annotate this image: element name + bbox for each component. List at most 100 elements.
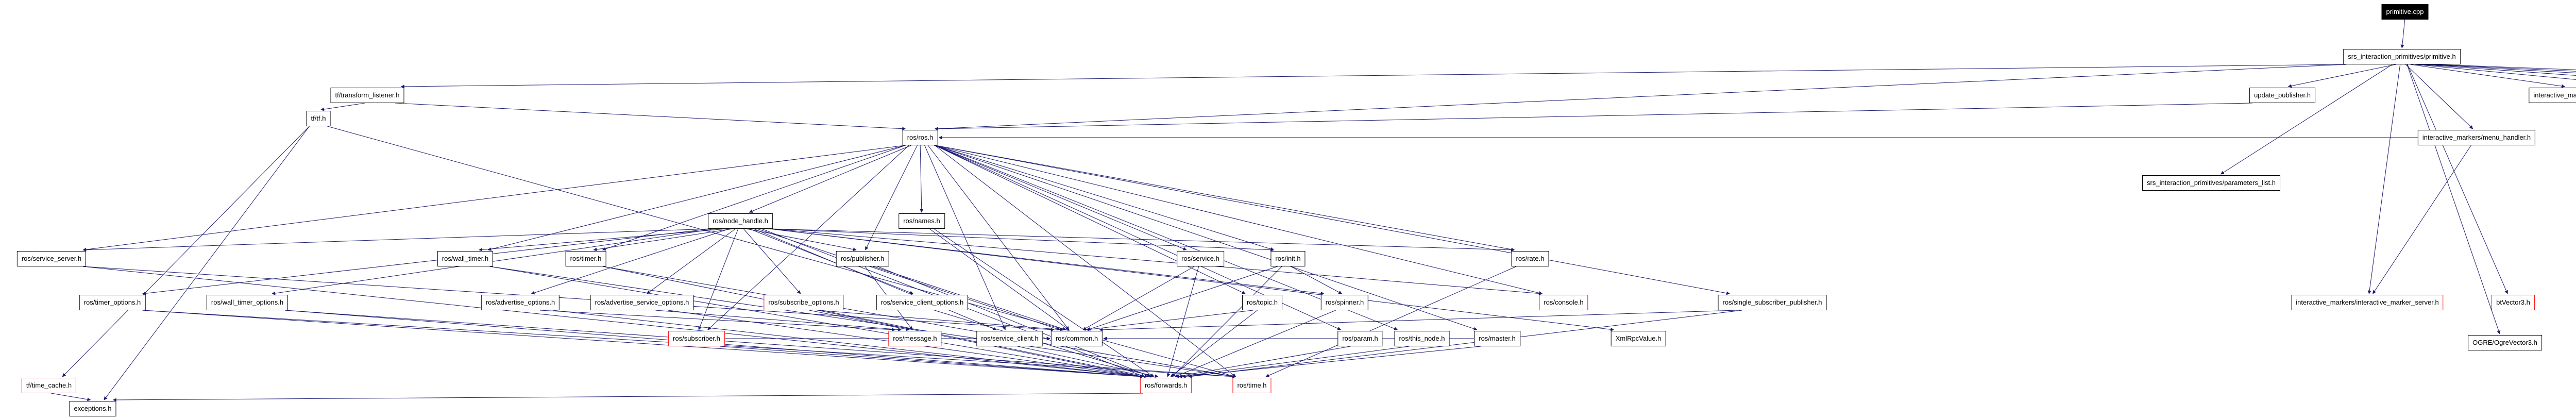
include-edge-primitive_h-to-btvector3 xyxy=(2407,64,2508,294)
include-edge-ssp-to-common xyxy=(1099,310,1738,332)
graph-node-publisher[interactable]: ros/publisher.h xyxy=(836,251,889,266)
include-edge-ros_ros-to-node_handle xyxy=(749,145,911,213)
include-edge-node_handle-to-wall_timer_options xyxy=(272,228,716,295)
graph-node-btvector3[interactable]: btVector3.h xyxy=(2492,295,2535,310)
graph-node-names[interactable]: ros/names.h xyxy=(899,213,945,229)
include-edge-primitive_h-to-menu_handler xyxy=(2405,64,2473,129)
include-edge-service_client-to-forwards xyxy=(1018,346,1159,378)
graph-node-spinner[interactable]: ros/spinner.h xyxy=(1320,295,1369,310)
graph-node-xmlrpcvalue[interactable]: XmlRpcValue.h xyxy=(1611,331,1666,346)
graph-node-ssp[interactable]: ros/single_subscriber_publisher.h xyxy=(1718,295,1827,310)
graph-node-time_cache[interactable]: tf/time_cache.h xyxy=(21,378,77,393)
graph-node-subscribe_options[interactable]: ros/subscribe_options.h xyxy=(764,295,844,310)
include-edge-advertise_service_options-to-message xyxy=(655,310,902,331)
graph-node-tf_tf[interactable]: tf/tf.h xyxy=(306,111,331,126)
include-edge-update_publisher-to-ros_ros xyxy=(934,103,2253,131)
graph-node-forwards[interactable]: ros/forwards.h xyxy=(1140,378,1192,393)
graph-node-update_publisher[interactable]: update_publisher.h xyxy=(2249,88,2315,103)
include-edge-primitive_h-to-params_list xyxy=(2220,64,2393,175)
graph-node-menu_handler[interactable]: interactive_markers/menu_handler.h xyxy=(2417,130,2536,145)
include-edge-node_handle-to-rate xyxy=(769,228,1515,252)
include-edge-primitive_cpp-to-primitive_h xyxy=(2400,19,2405,48)
graph-node-ros_ros[interactable]: ros/ros.h xyxy=(902,130,938,145)
graph-node-im_tools[interactable]: interactive_markers/tools.h xyxy=(2529,88,2576,103)
include-edge-node_handle-to-common xyxy=(757,228,1061,331)
include-edge-ros_ros-to-common xyxy=(927,145,1070,330)
include-edge-service-to-forwards xyxy=(1166,266,1199,377)
include-edge-node_handle-to-subscribe_options xyxy=(743,228,801,294)
include-edge-init-to-spinner xyxy=(1291,266,1343,294)
include-edge-ssp-to-forwards xyxy=(1188,310,1742,378)
include-edge-node_handle-to-console xyxy=(769,228,1543,295)
include-edge-node_handle-to-advertise_options xyxy=(531,228,730,295)
graph-node-exceptions[interactable]: exceptions.h xyxy=(69,401,116,416)
include-edge-ros_ros-to-names xyxy=(920,145,924,213)
include-edge-advertise_options-to-message xyxy=(540,310,896,332)
include-edge-topic-to-common xyxy=(1086,310,1253,331)
graph-node-param[interactable]: ros/param.h xyxy=(1337,331,1383,346)
include-edge-primitive_h-to-ros_ros xyxy=(934,64,2347,131)
include-edge-wall_timer-to-time xyxy=(489,266,1236,378)
include-edge-menu_handler-to-ims xyxy=(2372,145,2471,294)
graph-node-ogre_vector3[interactable]: OGRE/OgreVector3.h xyxy=(2468,335,2542,350)
graph-node-timer_options[interactable]: ros/timer_options.h xyxy=(79,295,146,310)
graph-node-wall_timer_options[interactable]: ros/wall_timer_options.h xyxy=(206,295,289,310)
graph-node-init[interactable]: ros/init.h xyxy=(1270,251,1306,266)
include-edge-ros_ros-to-this_node xyxy=(935,145,1398,330)
graph-node-advertise_service_options[interactable]: ros/advertise_service_options.h xyxy=(590,295,694,310)
include-edge-ros_ros-to-time xyxy=(935,145,1236,377)
graph-node-topic[interactable]: ros/topic.h xyxy=(1242,295,1282,310)
graph-node-common[interactable]: ros/common.h xyxy=(1050,331,1103,346)
graph-node-service[interactable]: ros/service.h xyxy=(1177,251,1224,266)
include-edge-service_server-to-forwards xyxy=(82,266,1144,378)
graph-node-node_handle[interactable]: ros/node_handle.h xyxy=(708,213,773,229)
include-edge-ros_ros-to-service xyxy=(934,145,1187,250)
include-edge-topic-to-forwards xyxy=(1170,310,1258,377)
include-edge-ros_ros-to-wall_timer xyxy=(487,145,906,251)
include-edge-timer_options-to-forwards xyxy=(142,310,1144,379)
include-edge-advertise_options-to-forwards xyxy=(552,310,1144,378)
include-edge-tf_listener-to-ros_ros xyxy=(395,103,906,131)
include-edge-service_server-to-common xyxy=(82,266,1055,332)
graph-node-tf_listener[interactable]: tf/transform_listener.h xyxy=(330,88,404,103)
include-edge-ros_ros-to-master xyxy=(935,145,1478,331)
graph-node-time[interactable]: ros/time.h xyxy=(1232,378,1272,393)
include-edge-wall_timer_options-to-time xyxy=(284,310,1236,379)
graph-node-rate[interactable]: ros/rate.h xyxy=(1511,251,1549,266)
include-edge-subscriber-to-forwards xyxy=(720,346,1144,379)
graph-node-advertise_options[interactable]: ros/advertise_options.h xyxy=(481,295,560,310)
graph-node-primitive_h[interactable]: srs_interaction_primitives/primitive.h xyxy=(2343,49,2461,64)
include-edge-subscribe_options-to-common xyxy=(817,310,1064,331)
include-edge-service-to-common xyxy=(1082,266,1195,330)
include-edge-spinner-to-forwards xyxy=(1174,310,1336,377)
graph-node-message[interactable]: ros/message.h xyxy=(888,331,942,346)
graph-node-wall_timer[interactable]: ros/wall_timer.h xyxy=(437,251,494,266)
include-edge-tf_tf-to-time_cache xyxy=(62,126,310,377)
graph-node-service_server[interactable]: ros/service_server.h xyxy=(16,251,87,266)
include-edge-primitive_h-to-pose_type xyxy=(2434,64,2576,70)
include-edge-node_handle-to-timer xyxy=(593,228,733,252)
graph-node-master[interactable]: ros/master.h xyxy=(1474,331,1520,346)
graph-node-params_list[interactable]: srs_interaction_primitives/parameters_li… xyxy=(2142,175,2280,191)
include-edge-wall_timer-to-forwards xyxy=(489,266,1144,378)
include-edge-node_handle-to-advertise_service_options xyxy=(646,228,736,294)
include-edge-primitive_h-to-gm_pose xyxy=(2415,64,2576,80)
graph-node-ims[interactable]: interactive_markers/interactive_marker_s… xyxy=(2291,295,2444,310)
include-edge-node_handle-to-publisher xyxy=(746,228,857,252)
graph-node-timer[interactable]: ros/timer.h xyxy=(565,251,606,266)
include-edge-node_handle-to-wall_timer xyxy=(479,228,727,252)
include-edge-publisher-to-forwards xyxy=(877,266,1151,377)
include-edge-ros_ros-to-timer xyxy=(602,145,906,251)
graph-node-console[interactable]: ros/console.h xyxy=(1539,295,1588,310)
include-edge-node_handle-to-subscriber xyxy=(698,228,739,330)
graph-node-subscriber[interactable]: ros/subscriber.h xyxy=(668,331,725,346)
graph-node-service_client_options[interactable]: ros/service_client_options.h xyxy=(876,295,969,310)
include-edge-init-to-forwards xyxy=(1172,266,1282,377)
include-edge-node_handle-to-service_client xyxy=(753,228,997,330)
include-edge-names-to-common xyxy=(929,228,1070,330)
include-edge-ros_ros-to-publisher xyxy=(865,145,918,250)
graph-node-this_node[interactable]: ros/this_node.h xyxy=(1394,331,1450,346)
graph-node-service_client[interactable]: ros/service_client.h xyxy=(976,331,1043,346)
include-edge-service_client_options-to-forwards xyxy=(934,310,1155,378)
